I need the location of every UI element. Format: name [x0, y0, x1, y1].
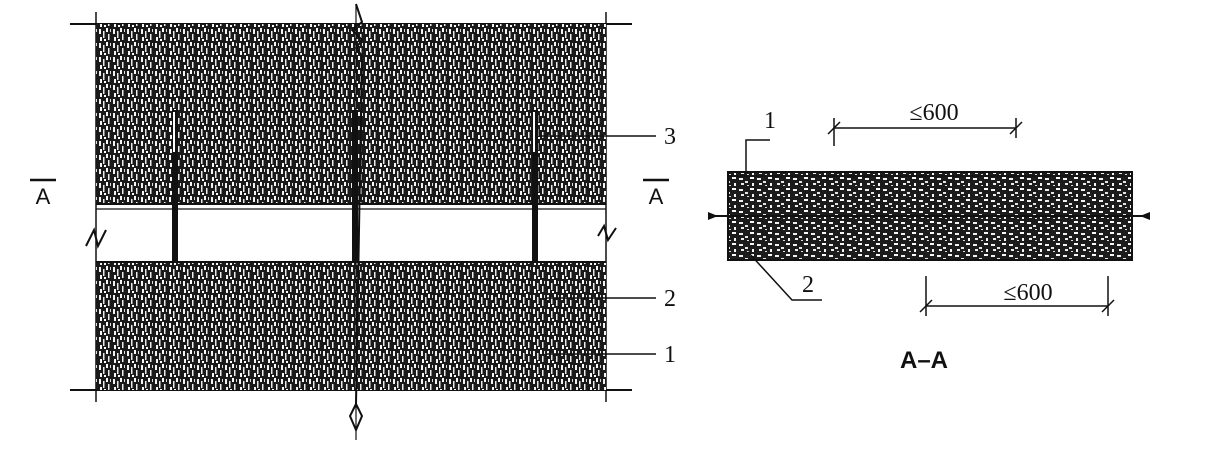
upper-masonry-band	[96, 24, 606, 204]
section-mark-right: A	[649, 184, 664, 209]
tie-rod-2	[352, 110, 358, 262]
section-mark-left: A	[36, 184, 51, 209]
section-callout-1-leader	[745, 139, 770, 172]
tie-rod-3	[532, 110, 538, 262]
section-title: A–A	[900, 347, 948, 374]
lower-masonry-band	[96, 262, 606, 390]
center-break-symbol	[348, 3, 364, 433]
callout-1-label: 1	[664, 342, 676, 368]
callout-2-label: 2	[664, 286, 676, 312]
plan-view: A A 3 2 1	[30, 3, 676, 440]
dimension-bottom: ≤600	[919, 276, 1115, 316]
section-view: 1 2 ≤600 ≤600 A–A	[708, 100, 1150, 374]
tie-rod-1	[172, 110, 178, 262]
callout-3-label: 3	[664, 124, 676, 150]
left-break-symbol	[85, 227, 107, 249]
dimension-top-label: ≤600	[909, 100, 958, 126]
section-callout-2-leader	[747, 251, 822, 301]
right-break-symbol	[597, 223, 617, 243]
dimension-bottom-label: ≤600	[1003, 280, 1052, 306]
section-callout-2-label: 2	[802, 272, 814, 298]
section-callout-1-label: 1	[764, 108, 776, 134]
dimension-top: ≤600	[827, 100, 1023, 146]
